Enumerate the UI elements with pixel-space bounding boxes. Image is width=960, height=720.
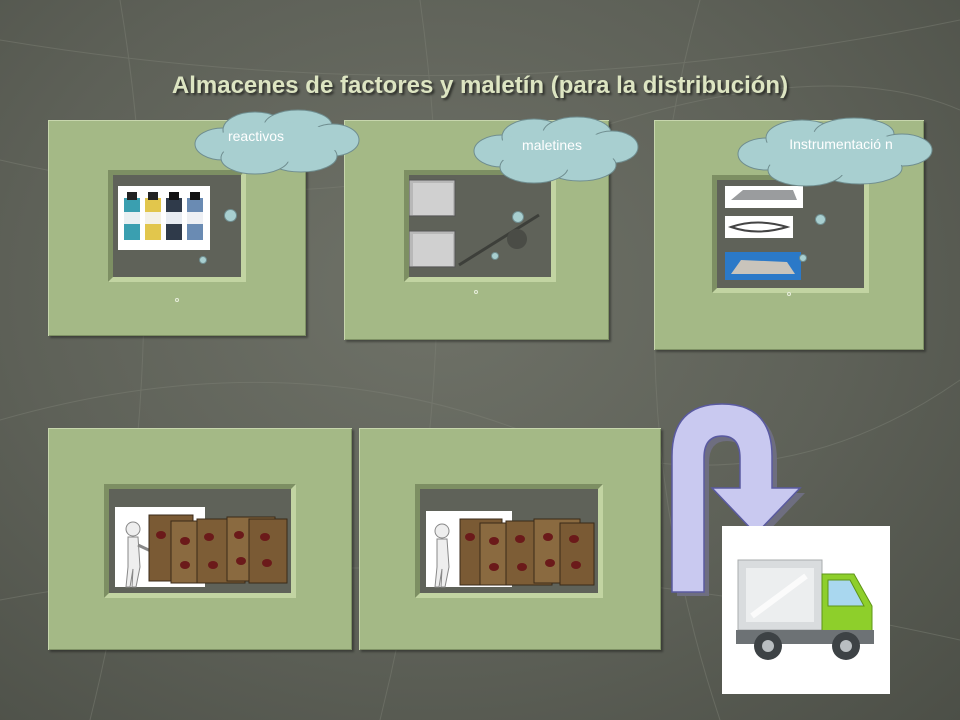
thought-bubble bbox=[815, 214, 826, 225]
warehouse-storage-2 bbox=[359, 428, 661, 650]
delivery-truck-icon bbox=[736, 559, 874, 660]
warehouse-storage-1 bbox=[48, 428, 352, 650]
thought-bubble bbox=[491, 252, 499, 260]
u-turn-arrow-icon bbox=[671, 403, 805, 596]
window-reactivos bbox=[108, 170, 246, 282]
cloud-reactivos bbox=[194, 109, 360, 175]
thought-dot bbox=[787, 292, 791, 296]
thought-bubble bbox=[199, 256, 207, 264]
cloud-instrumentacion bbox=[737, 117, 933, 187]
delivery-truck-tile bbox=[722, 526, 890, 694]
cloud-maletines bbox=[473, 116, 639, 184]
window-maletines bbox=[404, 170, 556, 282]
thought-bubble bbox=[799, 254, 807, 262]
warehouse-reactivos bbox=[48, 120, 306, 336]
window-storage-2 bbox=[415, 484, 603, 598]
pallet-boxes-icon bbox=[115, 507, 288, 588]
thought-dot bbox=[175, 298, 179, 302]
cloud-label-maletines: maletines bbox=[522, 137, 582, 153]
window-storage-1 bbox=[104, 484, 296, 598]
pallet-boxes-icon bbox=[426, 511, 595, 588]
window-instrumentacion bbox=[712, 175, 869, 293]
instruments-icon bbox=[725, 186, 803, 280]
slide-title: Almacenes de factores y maletín (para la… bbox=[171, 72, 789, 99]
thought-bubble bbox=[512, 211, 524, 223]
briefcase-icon bbox=[409, 179, 540, 268]
cloud-label-reactivos: reactivos bbox=[227, 128, 285, 144]
reagent-bottles-icon bbox=[118, 186, 210, 250]
thought-bubble bbox=[224, 209, 237, 222]
cloud-label-instrumentacion: Instrumentació n bbox=[789, 136, 893, 152]
thought-dot bbox=[474, 290, 478, 294]
